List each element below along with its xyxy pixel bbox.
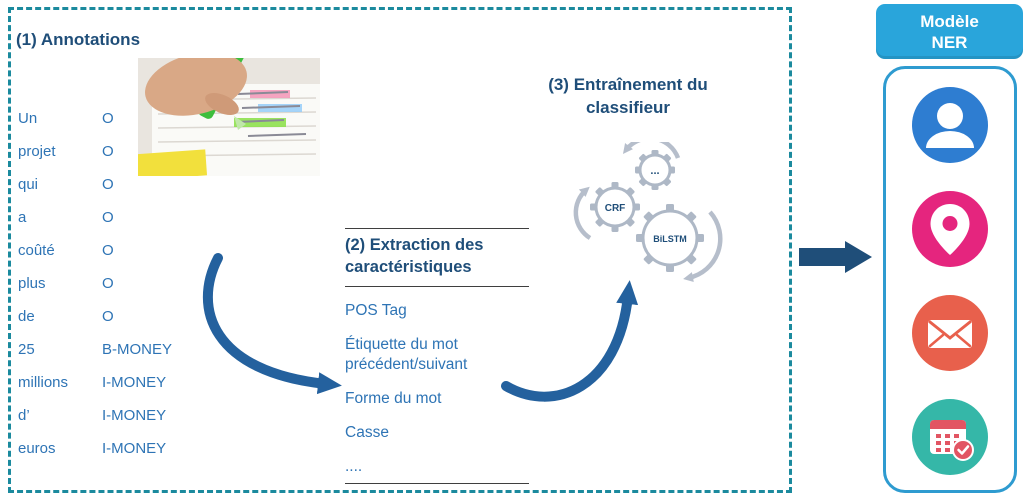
entity-location [912, 191, 988, 267]
flow-arrow-body [799, 248, 845, 266]
feature-item: Étiquette du mot précédent/suivant [345, 335, 468, 373]
model-ner-panel [883, 66, 1017, 493]
token-text: Un [18, 110, 38, 127]
calendar-icon [930, 420, 974, 461]
token-text: millions [18, 374, 69, 391]
token-text: plus [18, 275, 46, 292]
token-row: coûté O [18, 234, 172, 267]
token-tag: I-MONEY [102, 374, 167, 391]
feature-item: .... [345, 458, 363, 476]
gear-label: CRF [605, 203, 626, 214]
token-row: plus O [18, 267, 172, 300]
token-text: d’ [18, 407, 30, 424]
token-text: qui [18, 176, 39, 193]
token-tag: O [102, 110, 114, 127]
model-ner-title-line2: NER [931, 33, 968, 53]
token-tag: O [102, 209, 114, 226]
token-tag: B-MONEY [102, 341, 173, 358]
gear-label: BiLSTM [653, 234, 687, 244]
token-row: millions I-MONEY [18, 366, 172, 399]
token-text: 25 [18, 341, 35, 358]
token-row: projet O [18, 135, 172, 168]
flow-arrow [799, 241, 872, 273]
token-text: projet [18, 143, 56, 160]
envelope-icon [928, 320, 972, 348]
token-text: coûté [18, 242, 55, 259]
annotation-photo [138, 58, 320, 176]
pipeline-dashed-box [8, 7, 792, 493]
model-ner-header: Modèle NER [876, 4, 1023, 59]
token-tag: I-MONEY [102, 440, 167, 457]
token-row: d’ I-MONEY [18, 399, 172, 432]
model-ner-title-line1: Modèle [920, 12, 979, 31]
token-tag: O [102, 242, 114, 259]
curved-arrow-2 [501, 280, 639, 402]
token-tag: O [102, 308, 114, 325]
token-row: de O [18, 300, 172, 333]
token-tag: O [102, 275, 114, 292]
token-tag: I-MONEY [102, 407, 167, 424]
gear-crf: CRF [590, 182, 640, 232]
location-pin-icon [930, 204, 970, 255]
entity-person [912, 87, 988, 163]
gear-label: ... [650, 165, 659, 177]
step1-title: (1) Annotations [16, 30, 141, 49]
classifier-gears: ... CRF [573, 142, 723, 282]
curved-arrow-1 [202, 253, 342, 395]
token-tag: O [102, 143, 114, 160]
token-text: euros [18, 440, 56, 457]
entity-email [912, 295, 988, 371]
feature-item: Forme du mot [345, 389, 442, 407]
flow-arrow-head [845, 241, 872, 273]
token-text: a [18, 209, 27, 226]
token-row: Un O [18, 102, 172, 135]
feature-item: POS Tag [345, 301, 407, 319]
gear-bilstm: BiLSTM [636, 204, 704, 272]
token-tag: O [102, 176, 114, 193]
gear-dots: ... [635, 150, 675, 190]
feature-item: Casse [345, 424, 389, 442]
token-row: qui O [18, 168, 172, 201]
person-icon [926, 103, 974, 148]
step3-title: (3) Entraînement du classifieur [548, 75, 708, 117]
extraction-panel: (2) Extraction des caractéristiques POS … [345, 228, 529, 485]
token-row: 25 B-MONEY [18, 333, 172, 366]
token-text: de [18, 308, 35, 325]
token-row: euros I-MONEY [18, 432, 172, 465]
extraction-title: (2) Extraction des caractéristiques [345, 229, 529, 287]
entity-date [912, 399, 988, 475]
